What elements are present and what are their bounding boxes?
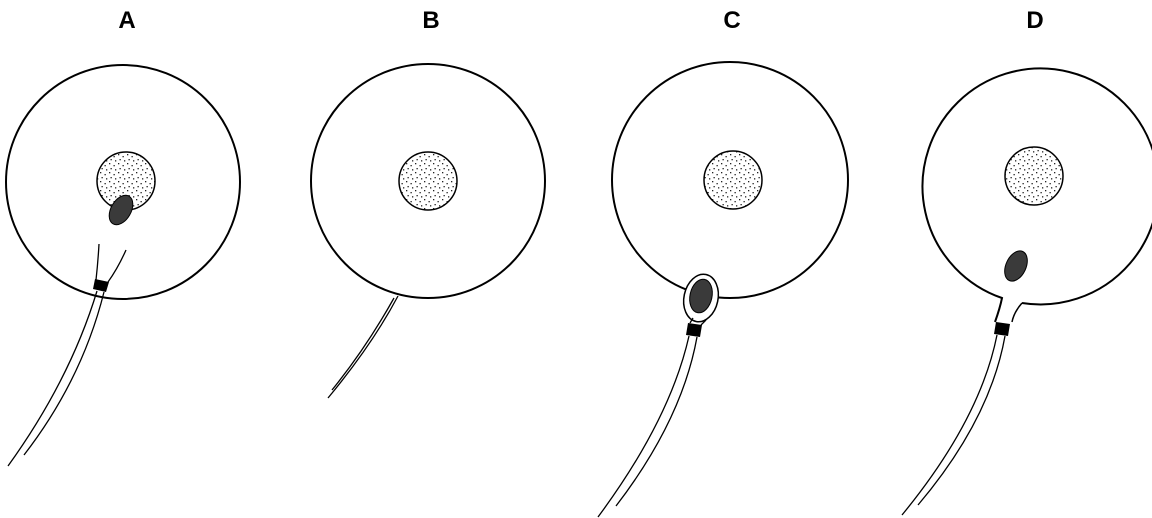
panel-label-a: A <box>118 7 135 34</box>
egg-nucleus-c <box>704 151 762 209</box>
panel-b: B <box>311 7 545 398</box>
sperm-tail-d <box>902 335 1005 515</box>
sperm-midpiece-d <box>994 322 1010 336</box>
panel-label-b: B <box>422 7 439 34</box>
panel-c: C <box>598 7 848 517</box>
panel-label-d: D <box>1026 7 1043 34</box>
panel-label-c: C <box>723 7 740 34</box>
sperm-tail-a <box>8 291 104 466</box>
egg-nucleus-d <box>1005 147 1063 205</box>
panel-a: A <box>6 7 240 466</box>
sperm-tail-b <box>328 296 398 398</box>
egg-nucleus-b <box>399 152 457 210</box>
sperm-midpiece-c <box>686 323 702 337</box>
sperm-tail-c <box>598 336 697 517</box>
panel-d: D <box>902 7 1152 515</box>
